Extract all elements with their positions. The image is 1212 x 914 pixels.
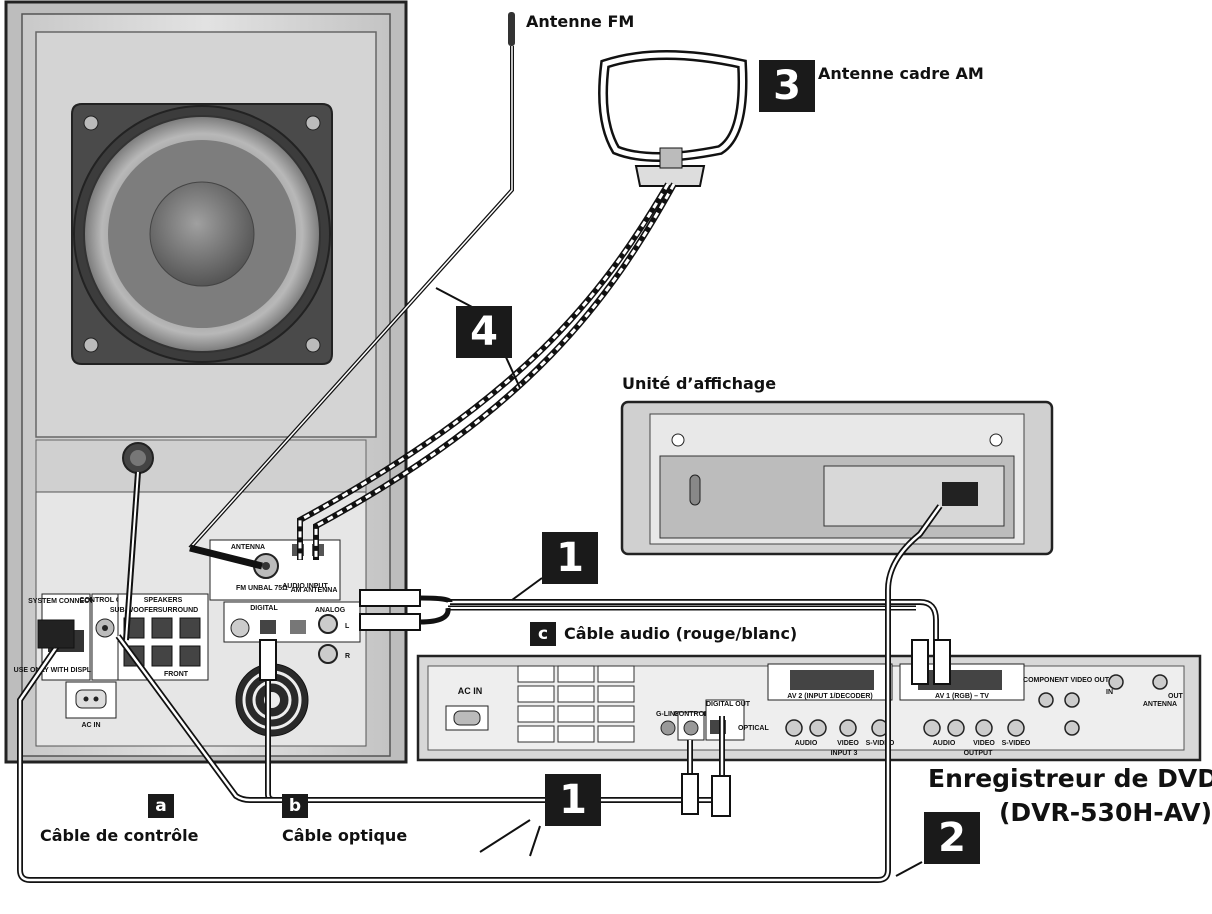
step-1-badge-bottom: 1: [545, 774, 601, 826]
audio-cable: [359, 589, 951, 685]
dvd-recorder: AC IN G-LINK CONTROL DIGITAL OUT OPTICAL…: [416, 654, 1202, 762]
in-text: IN: [1106, 689, 1113, 696]
cable-c-badge: c: [530, 622, 556, 646]
audio-cable-label: Câble audio (rouge/blanc): [564, 624, 798, 643]
step-1-badge-top: 1: [542, 532, 598, 584]
rec-ac-in-text: AC IN: [458, 686, 483, 696]
input3-audio-text: AUDIO: [795, 740, 818, 747]
analog-text: ANALOG: [315, 607, 346, 614]
input3-svideo-text: S-VIDEO: [866, 740, 895, 747]
input3-text: INPUT 3: [831, 750, 858, 757]
display-unit: [620, 400, 1054, 556]
output-svideo-text: S-VIDEO: [1002, 740, 1031, 747]
digital-out-text: DIGITAL OUT: [706, 701, 751, 708]
cable-b-badge: b: [282, 794, 308, 818]
fm-unbal-text: FM UNBAL 75Ω: [236, 585, 288, 592]
optical-cable-label: Câble optique: [282, 826, 408, 845]
output-video-text: VIDEO: [973, 740, 995, 747]
output-text: OUTPUT: [964, 750, 994, 757]
av2-text: AV 2 (INPUT 1/DECODER): [787, 693, 872, 700]
digital-text: DIGITAL: [250, 605, 278, 612]
control-text: CONTROL: [674, 711, 709, 718]
step-2-badge: 2: [924, 812, 980, 864]
input3-video-text: VIDEO: [837, 740, 859, 747]
component-text: COMPONENT VIDEO OUT: [1023, 677, 1110, 684]
analog-l-text: L: [345, 623, 350, 630]
control-cable: [115, 634, 699, 815]
am-loop-antenna: [598, 50, 748, 187]
g-link-text: G-LINK: [656, 711, 680, 718]
display-unit-label: Unité d’affichage: [622, 374, 777, 393]
step-4-badge: 4: [456, 306, 512, 358]
use-only-text: USE ONLY WITH DISPLAY UNIT: [14, 667, 119, 674]
fm-antenna-label: Antenne FM: [526, 12, 635, 31]
av1-text: AV 1 (RGB) – TV: [935, 693, 989, 700]
output-audio-text: AUDIO: [933, 740, 956, 747]
cable-a-badge: a: [148, 794, 174, 818]
am-twisted-wire: [297, 182, 677, 560]
analog-r-text: R: [345, 653, 350, 660]
control-cable-label: Câble de contrôle: [40, 826, 199, 845]
antenna-text: ANTENNA: [231, 544, 265, 551]
step-3-badge: 3: [759, 60, 815, 112]
control-out-text: CONTROL OUT: [79, 597, 131, 604]
system-connector-text: SYSTEM CONNECTOR: [28, 598, 104, 605]
speakers-text: SPEAKERS: [144, 597, 183, 604]
fm-antenna-wire: [188, 12, 515, 570]
antenna2-text: ANTENNA: [1143, 701, 1177, 708]
am-antenna-label: Antenne cadre AM: [818, 64, 984, 83]
audio-input-text: AUDIO INPUT: [282, 583, 328, 590]
ac-in-text: AC IN: [81, 722, 100, 729]
sub-woofer-text: SUB WOOFER: [110, 607, 158, 614]
system-cable: [17, 504, 943, 883]
front-text: FRONT: [164, 671, 189, 678]
am-antenna-text: AM ANTENNA: [291, 587, 338, 594]
surround-text: SURROUND: [158, 607, 198, 614]
out-text: OUT: [1168, 693, 1184, 700]
optical-text: OPTICAL: [738, 725, 769, 732]
recorder-label-line2: (DVR-530H-AV): [999, 798, 1212, 827]
recorder-label-line1: Enregistreur de DVD: [928, 764, 1212, 793]
